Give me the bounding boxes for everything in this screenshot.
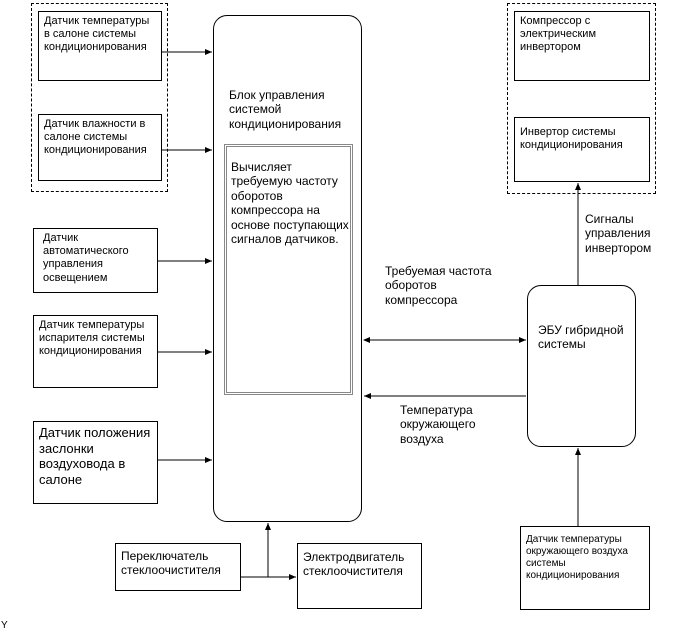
cabin-temp-sensor: Датчик температуры в салоне системы конд… xyxy=(38,11,162,81)
inverter-signals-label: Сигналы управления инвертором xyxy=(585,212,652,255)
compressor-inverter: Компрессор с электрическим инвертором xyxy=(514,11,650,81)
auto-light-sensor: Датчик автоматического управления освеще… xyxy=(33,228,158,293)
ac-inverter: Инвертор системы кондиционирования xyxy=(514,117,650,182)
sensor-group-frame xyxy=(31,3,168,192)
required-speed-label: Требуемая частота оборотов компрессора xyxy=(385,264,492,307)
ac-control-unit-label: Блок управления системой кондиционирован… xyxy=(229,88,342,131)
evaporator-temp-sensor: Датчик температуры испарителя системы ко… xyxy=(33,315,158,388)
corner-mark: Y xyxy=(1,620,8,631)
cabin-humidity-sensor: Датчик влажности в салоне системы кондиц… xyxy=(38,114,162,181)
ac-control-unit-note: Вычисляет требуемую частоту оборотов ком… xyxy=(231,160,349,246)
wiper-switch: Переключатель стеклоочистителя xyxy=(115,543,241,591)
wiper-motor: Электродвигатель стеклоочистителя xyxy=(297,543,422,609)
arrow-wiper-switch xyxy=(241,523,271,578)
air-duct-flap-sensor: Датчик положения заслонки воздуховода в … xyxy=(33,421,158,504)
hybrid-ecu: ЭБУ гибридной системы xyxy=(527,285,636,447)
compressor-group-frame xyxy=(507,3,656,194)
ac-control-unit-note-frame xyxy=(224,144,353,395)
ambient-temp-label: Температура окружающего воздуха xyxy=(400,403,476,446)
ac-control-unit xyxy=(213,15,362,522)
ambient-temp-sensor: Датчик температуры окружающего воздуха с… xyxy=(520,526,650,610)
